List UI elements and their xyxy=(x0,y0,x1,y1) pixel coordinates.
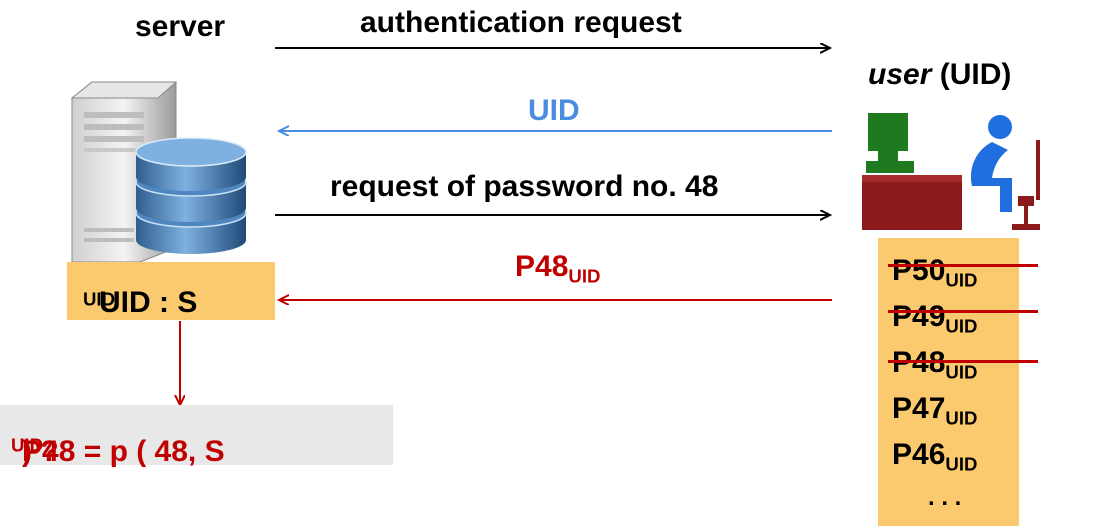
password-item: P46UID xyxy=(892,438,977,474)
verification-sub: UID xyxy=(11,434,44,456)
message-password-response: P48UID xyxy=(515,250,600,286)
server-database-icon xyxy=(70,81,247,263)
password-item: P50UID xyxy=(888,254,1038,289)
password-sub: UID xyxy=(945,315,978,337)
message-password-response-base: P48 xyxy=(515,250,569,283)
password-base: P46 xyxy=(892,438,946,471)
strike-line xyxy=(888,310,1038,313)
message-authentication-request: authentication request xyxy=(360,6,682,39)
verification-suffix: ) ? xyxy=(22,435,59,468)
password-base: P49 xyxy=(892,300,946,333)
password-sub: UID xyxy=(945,407,978,429)
password-item: P48UID xyxy=(888,348,1038,381)
message-uid: UID xyxy=(528,94,580,127)
password-sub: UID xyxy=(945,361,978,383)
password-sub: UID xyxy=(945,269,978,291)
password-item: P47UID xyxy=(892,392,977,428)
message-password-response-sub: UID xyxy=(568,265,601,287)
user-at-computer-icon xyxy=(862,113,1040,230)
strike-line xyxy=(888,264,1038,267)
message-password-request: request of password no. 48 xyxy=(330,170,719,203)
user-label-suffix: (UID) xyxy=(931,58,1012,91)
password-sub: UID xyxy=(945,453,978,475)
password-base: P50 xyxy=(892,254,946,287)
password-list: P50UID P49UID P48UID P47UID P46UID . . . xyxy=(878,238,1038,526)
user-label: user (UID) xyxy=(868,60,1011,90)
user-label-italic: user xyxy=(868,58,932,91)
server-store-base: UID : S xyxy=(99,286,198,319)
password-base: P47 xyxy=(892,392,946,425)
server-store-sub: UID xyxy=(83,288,116,310)
verification-prefix: P48 = p ( 48, S xyxy=(22,435,225,468)
strike-line xyxy=(888,360,1038,363)
server-label: server xyxy=(135,10,226,43)
password-more: . . . xyxy=(928,484,962,511)
password-item: P49UID xyxy=(888,300,1038,335)
